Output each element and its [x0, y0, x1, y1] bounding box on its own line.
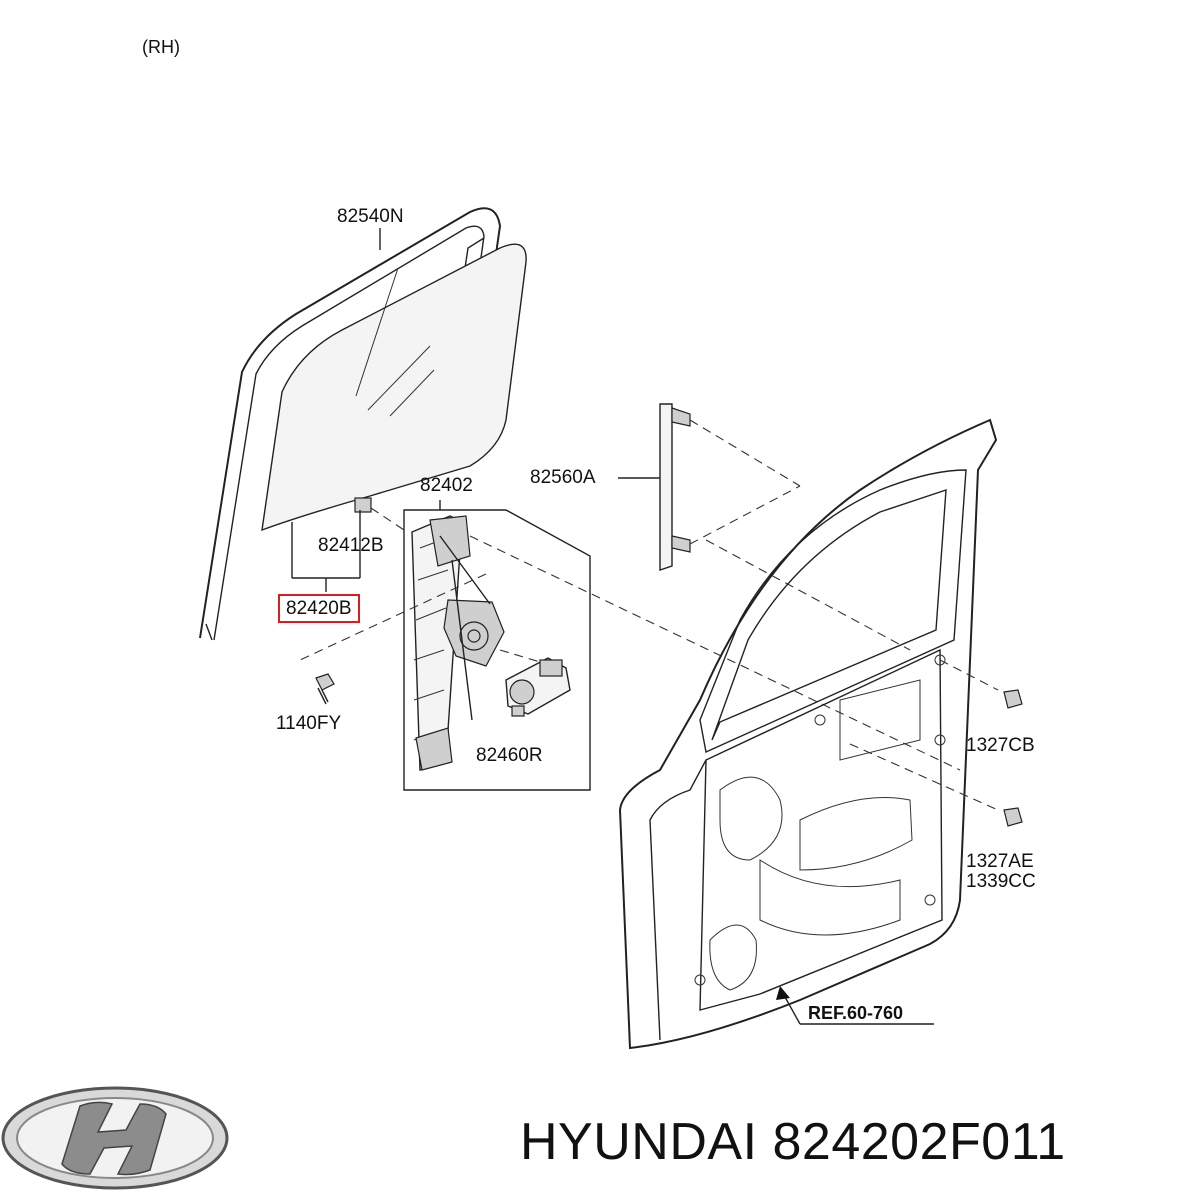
part-label-1339CC[interactable]: 1339CC	[966, 871, 1036, 892]
glass-label-bracket	[291, 510, 361, 592]
glass-run-channel	[618, 403, 911, 651]
regulator-assembly-box	[403, 500, 591, 791]
part-number: 824202F011	[772, 1113, 1066, 1171]
bolt-1140FY	[315, 673, 335, 705]
window-regulator	[299, 515, 961, 772]
part-label-82420B-highlighted[interactable]: 82420B	[278, 594, 360, 623]
door-inner-panel	[618, 418, 999, 1050]
part-label-82540N[interactable]: 82540N	[337, 206, 404, 227]
nut-1327CB	[1003, 689, 1023, 709]
part-label-82560A[interactable]: 82560A	[530, 467, 596, 488]
part-label-82460R[interactable]: 82460R	[476, 745, 543, 766]
part-label-1327AE[interactable]: 1327AE	[966, 851, 1034, 872]
brand-name: HYUNDAI	[520, 1113, 758, 1171]
regulator-motor	[499, 649, 571, 717]
brand-part-number: HYUNDAI 824202F011	[520, 1116, 1066, 1168]
part-label-1327CB[interactable]: 1327CB	[966, 735, 1035, 756]
part-label-82402[interactable]: 82402	[420, 475, 473, 496]
hyundai-logo-icon	[1, 1086, 229, 1190]
side-label: (RH)	[142, 37, 180, 57]
door-glass	[261, 243, 527, 532]
door-reference-label[interactable]: REF.60-760	[808, 1003, 904, 1023]
part-label-82412B[interactable]: 82412B	[318, 535, 384, 556]
nut-1327AE	[1003, 807, 1023, 827]
part-label-1140FY[interactable]: 1140FY	[276, 713, 342, 734]
